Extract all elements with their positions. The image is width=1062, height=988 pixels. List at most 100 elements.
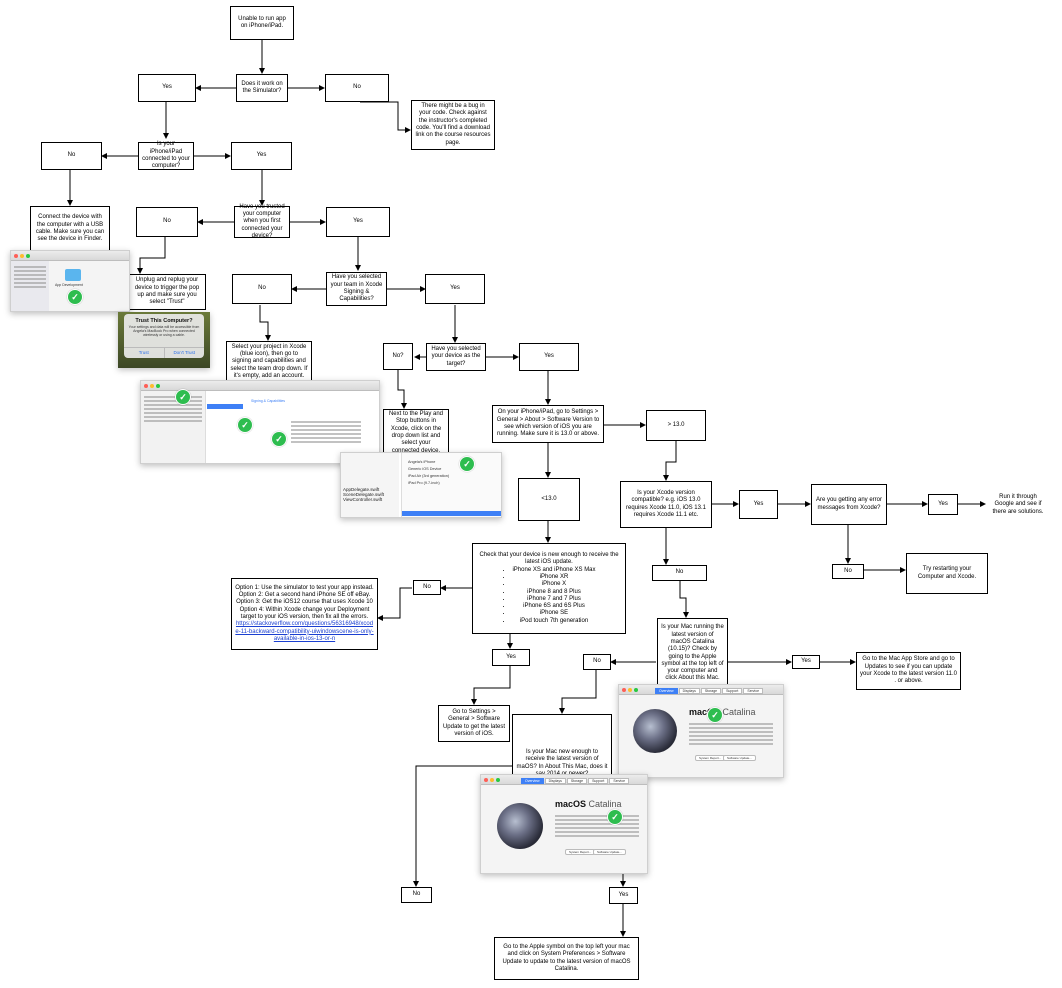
node-next-to-play: Next to the Play and Stop buttons in Xco… — [383, 409, 449, 457]
device-option[interactable]: iPad Pro (9.7-inch) — [408, 481, 440, 485]
node-macnew-yes: Yes — [609, 887, 638, 904]
arrow-macnew-to-no — [413, 765, 512, 887]
about-tab[interactable]: Support — [588, 778, 609, 784]
device-list-item: iPhone XR — [512, 574, 595, 581]
node-compat-no: No — [652, 565, 707, 581]
device-option[interactable]: Angela's iPhone — [408, 460, 436, 464]
xcode-file-item[interactable]: SceneDelegate.swift — [343, 492, 385, 497]
xcode-file-item[interactable]: AppDelegate.swift — [343, 487, 380, 492]
node-team-question: Have you selected your team in Xcode Sig… — [326, 272, 387, 306]
node-options: Option 1: Use the simulator to test your… — [231, 578, 378, 650]
node-sim-no: No — [325, 74, 389, 102]
arrow-no-to-select-project — [259, 305, 271, 341]
xcode-titlebar — [141, 381, 379, 391]
arrow-no-to-next-play — [397, 370, 407, 409]
check-icon: ✓ — [67, 289, 83, 305]
xcode-file-item[interactable]: ViewController.swift — [343, 497, 383, 502]
node-dev-yes: Yes — [492, 649, 530, 666]
arrow-no-to-bug — [360, 101, 411, 133]
node-sim-yes: Yes — [138, 74, 196, 102]
node-start: Unable to run app on iPhone/iPad. — [230, 6, 294, 40]
node-dev-no: No — [413, 580, 441, 595]
device-list-item: iPod touch 7th generation — [512, 618, 595, 625]
dont-trust-button[interactable]: Don't Trust — [173, 350, 196, 355]
about-tab[interactable]: Displays — [544, 778, 566, 784]
check-icon: ✓ — [459, 456, 475, 472]
node-unplug: Unplug and replug your device to trigger… — [128, 274, 206, 310]
about-tab[interactable]: Service — [609, 778, 630, 784]
node-err-yes: Yes — [928, 494, 958, 515]
device-list-item: iPhone XS and iPhone XS Max — [512, 567, 595, 574]
check-icon: ✓ — [237, 417, 253, 433]
node-conn-yes: Yes — [231, 142, 292, 170]
check-icon: ✓ — [607, 809, 623, 825]
node-xcode-compat: Is your Xcode version compatible? e.g. i… — [620, 481, 712, 528]
check-icon: ✓ — [175, 389, 191, 405]
macos-title: macOS Catalina — [555, 799, 622, 809]
device-new-title: Check that your device is new enough to … — [479, 551, 619, 566]
finder-sidebar — [11, 261, 49, 311]
about-tab[interactable]: Overview — [521, 778, 544, 784]
trust-body: Your settings and data will be accessibl… — [128, 325, 200, 337]
node-bug-note: There might be a bug in your code. Check… — [411, 100, 495, 150]
node-software-update: Go to Settings > General > Software Upda… — [438, 705, 510, 742]
node-macnew-no: No — [401, 887, 432, 903]
node-gt13: > 13.0 — [646, 410, 706, 441]
node-compat-yes: Yes — [739, 490, 778, 519]
node-simulator-question: Does it work on the Simulator? — [236, 74, 288, 102]
arrow-no-to-catalina — [679, 581, 689, 618]
node-trust-no: No — [136, 207, 198, 237]
options-link[interactable]: https://stackoverflow.com/questions/5631… — [235, 621, 374, 642]
check-icon: ✓ — [707, 707, 723, 723]
software-update-button[interactable]: Software Update... — [723, 755, 756, 761]
node-err-no: No — [832, 564, 864, 579]
folder-icon — [65, 269, 81, 281]
device-list-item: iPhone 7 and 7 Plus — [512, 596, 595, 603]
device-list-item: iPhone SE — [512, 610, 595, 617]
node-connect-usb: Connect the device with the computer wit… — [30, 206, 110, 252]
arrow-no-to-unplug — [137, 237, 166, 274]
device-list: iPhone XS and iPhone XS MaxiPhone XRiPho… — [502, 567, 595, 626]
node-trust-yes: Yes — [326, 207, 390, 237]
xcode-signing-screenshot: Signing & Capabilities ✓ ✓ ✓ — [140, 380, 380, 464]
device-list-item: iPhone X — [512, 581, 595, 588]
node-cat-yes: Yes — [792, 655, 820, 669]
node-trusted-question: Have you trusted your computer when you … — [234, 204, 290, 239]
node-target-no: No? — [383, 343, 413, 370]
trust-popup-screenshot: Trust This Computer? Your settings and d… — [118, 312, 210, 368]
node-app-store: Go to the Mac App Store and go to Update… — [856, 652, 961, 690]
xcode-target-row — [207, 404, 243, 409]
device-option[interactable]: iPad Air (3rd generation) — [408, 474, 450, 478]
node-target-question: Have you selected your device as the tar… — [426, 343, 486, 371]
node-conn-no: No — [41, 142, 102, 170]
node-device-new: Check that your device is new enough to … — [472, 543, 626, 634]
device-selected-row — [402, 511, 501, 516]
node-ios-version: On your iPhone/iPad, go to Settings > Ge… — [492, 405, 604, 443]
finder-item-label: App Development — [55, 283, 83, 287]
device-list-item: iPhone 8 and 8 Plus — [512, 589, 595, 596]
arrow-yes-to-software-update — [471, 666, 511, 705]
macos-disc-icon — [633, 709, 677, 753]
trust-dialog: Trust This Computer? Your settings and d… — [124, 314, 204, 358]
about-tab[interactable]: Support — [722, 688, 743, 694]
about-tab[interactable]: Displays — [678, 688, 700, 694]
system-report-button[interactable]: System Report... — [565, 849, 596, 855]
software-update-button[interactable]: Software Update... — [593, 849, 626, 855]
about-tab[interactable]: Service — [743, 688, 764, 694]
device-option[interactable]: Generic iOS Device — [408, 467, 442, 471]
about-tab[interactable]: Overview — [655, 688, 678, 694]
about-tab[interactable]: Storage — [700, 688, 722, 694]
node-lt13: <13.0 — [518, 478, 580, 521]
system-report-button[interactable]: System Report... — [695, 755, 726, 761]
node-team-yes: Yes — [425, 274, 485, 304]
arrow-no-to-mac-new — [559, 670, 597, 714]
node-sys-prefs: Go to the Apple symbol on the top left y… — [494, 937, 639, 980]
about-tab[interactable]: Storage — [566, 778, 588, 784]
trust-button[interactable]: Trust — [124, 348, 165, 358]
